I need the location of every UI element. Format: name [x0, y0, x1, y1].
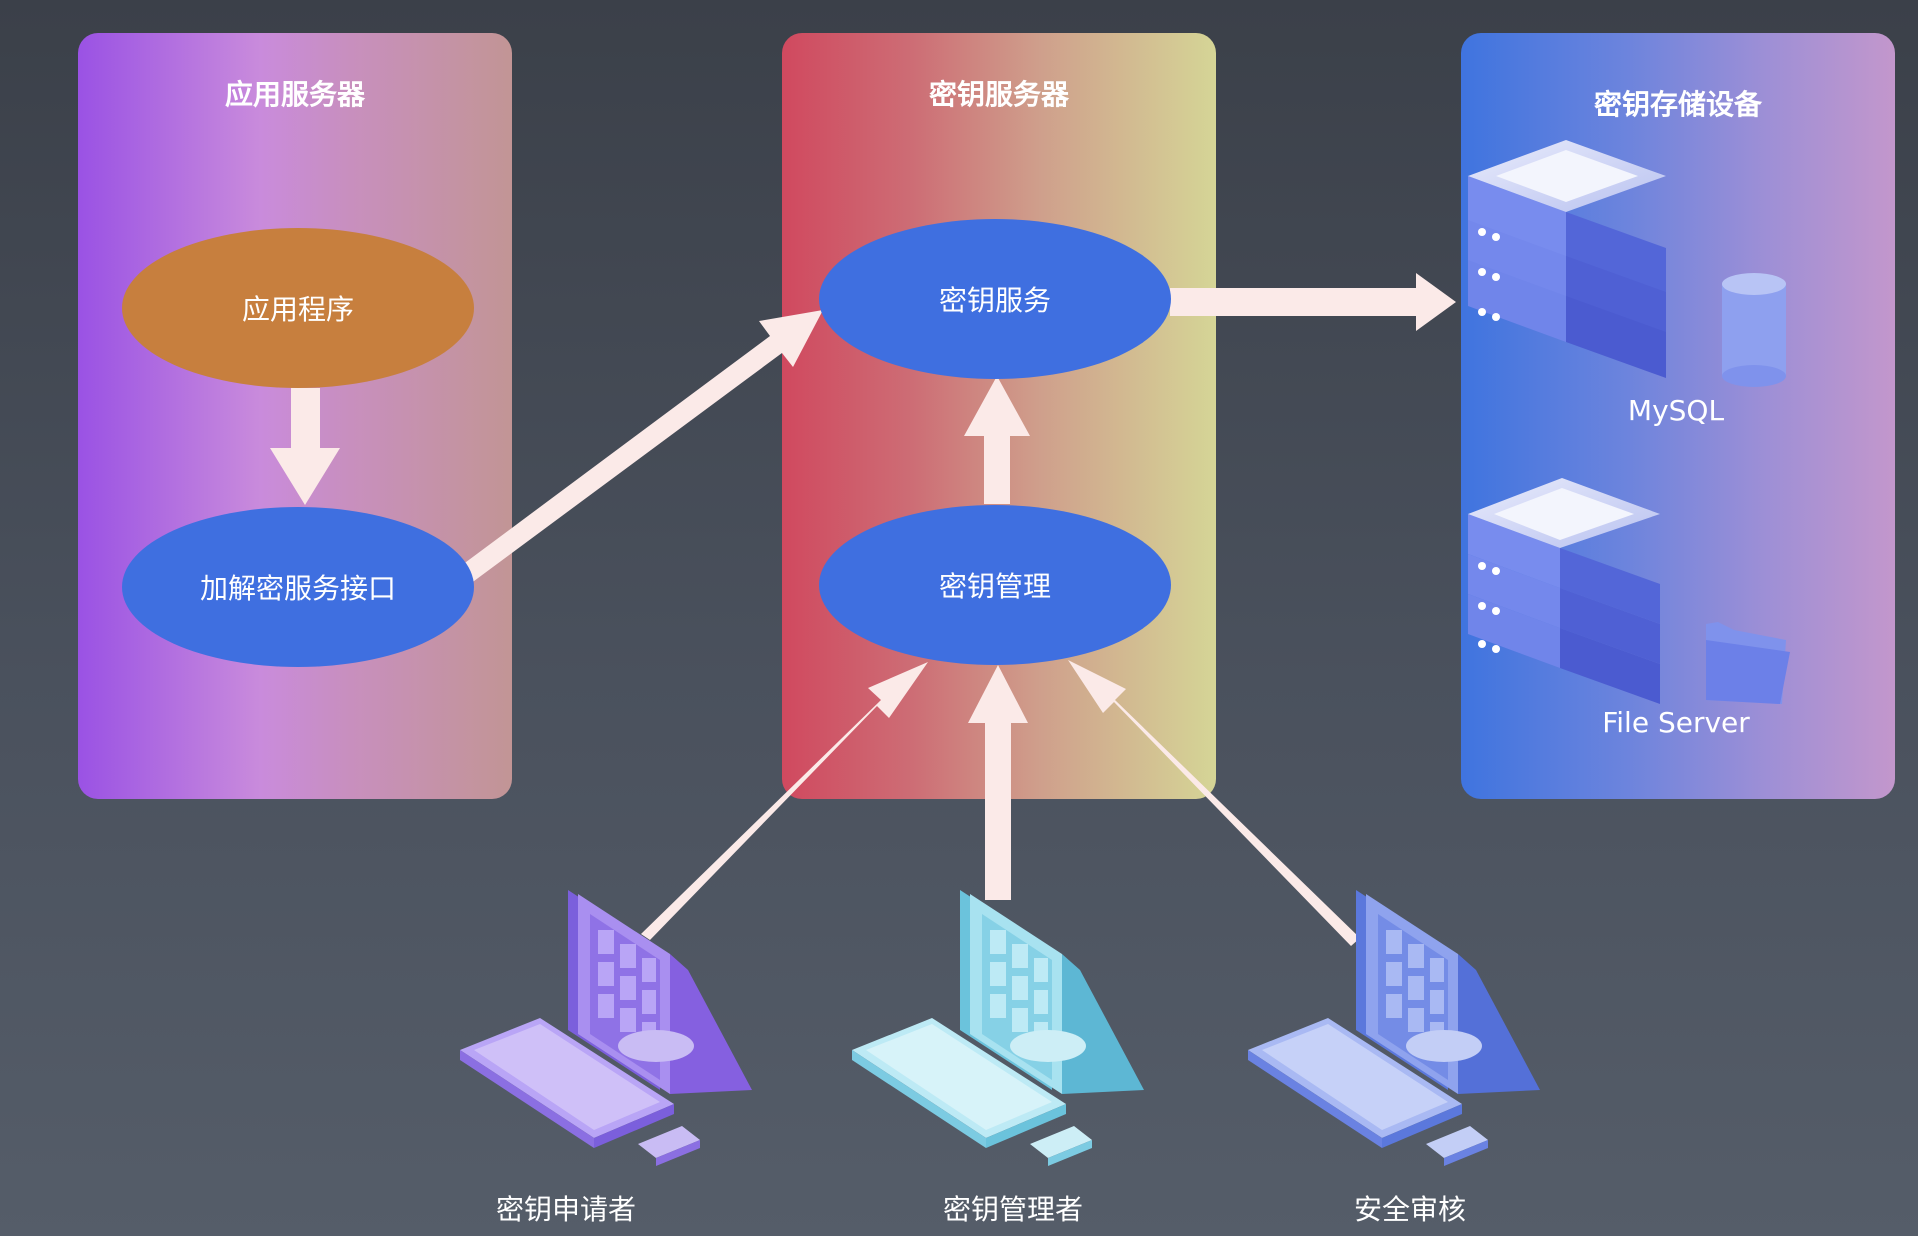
key-storage-title: 密钥存储设备	[1593, 88, 1762, 121]
arrow-app-to-api	[270, 388, 340, 505]
mysql-server-icon	[1468, 140, 1786, 387]
arrow-service-to-storage	[1170, 273, 1456, 331]
key-service-node-label: 密钥服务	[938, 284, 1051, 317]
key-service-node: 密钥服务	[819, 219, 1171, 379]
crypto-api-node-label: 加解密服务接口	[199, 572, 396, 605]
app-node: 应用程序	[122, 228, 474, 388]
mysql-label: MySQL	[1627, 394, 1725, 427]
requester-computer-icon	[460, 890, 752, 1166]
key-management-node: 密钥管理	[819, 505, 1171, 665]
administrator-label: 密钥管理者	[942, 1193, 1083, 1226]
administrator-computer-icon	[852, 890, 1144, 1166]
key-management-node-label: 密钥管理	[938, 570, 1051, 603]
requester-label: 密钥申请者	[495, 1193, 636, 1226]
arrow-api-to-key-service	[458, 310, 823, 584]
auditor-label: 安全审核	[1353, 1193, 1466, 1226]
auditor-computer-icon	[1248, 890, 1540, 1166]
file-server-icon	[1468, 478, 1790, 704]
crypto-api-node: 加解密服务接口	[122, 507, 474, 667]
key-server-title: 密钥服务器	[928, 78, 1069, 111]
app-node-label: 应用程序	[241, 293, 354, 326]
arrow-auditor-to-management	[1068, 660, 1360, 946]
file-server-label: File Server	[1602, 706, 1750, 739]
arrow-requester-to-management	[641, 662, 928, 940]
arrow-management-to-service	[964, 376, 1030, 504]
arrow-admin-to-management	[968, 665, 1028, 900]
app-server-title: 应用服务器	[224, 78, 365, 111]
